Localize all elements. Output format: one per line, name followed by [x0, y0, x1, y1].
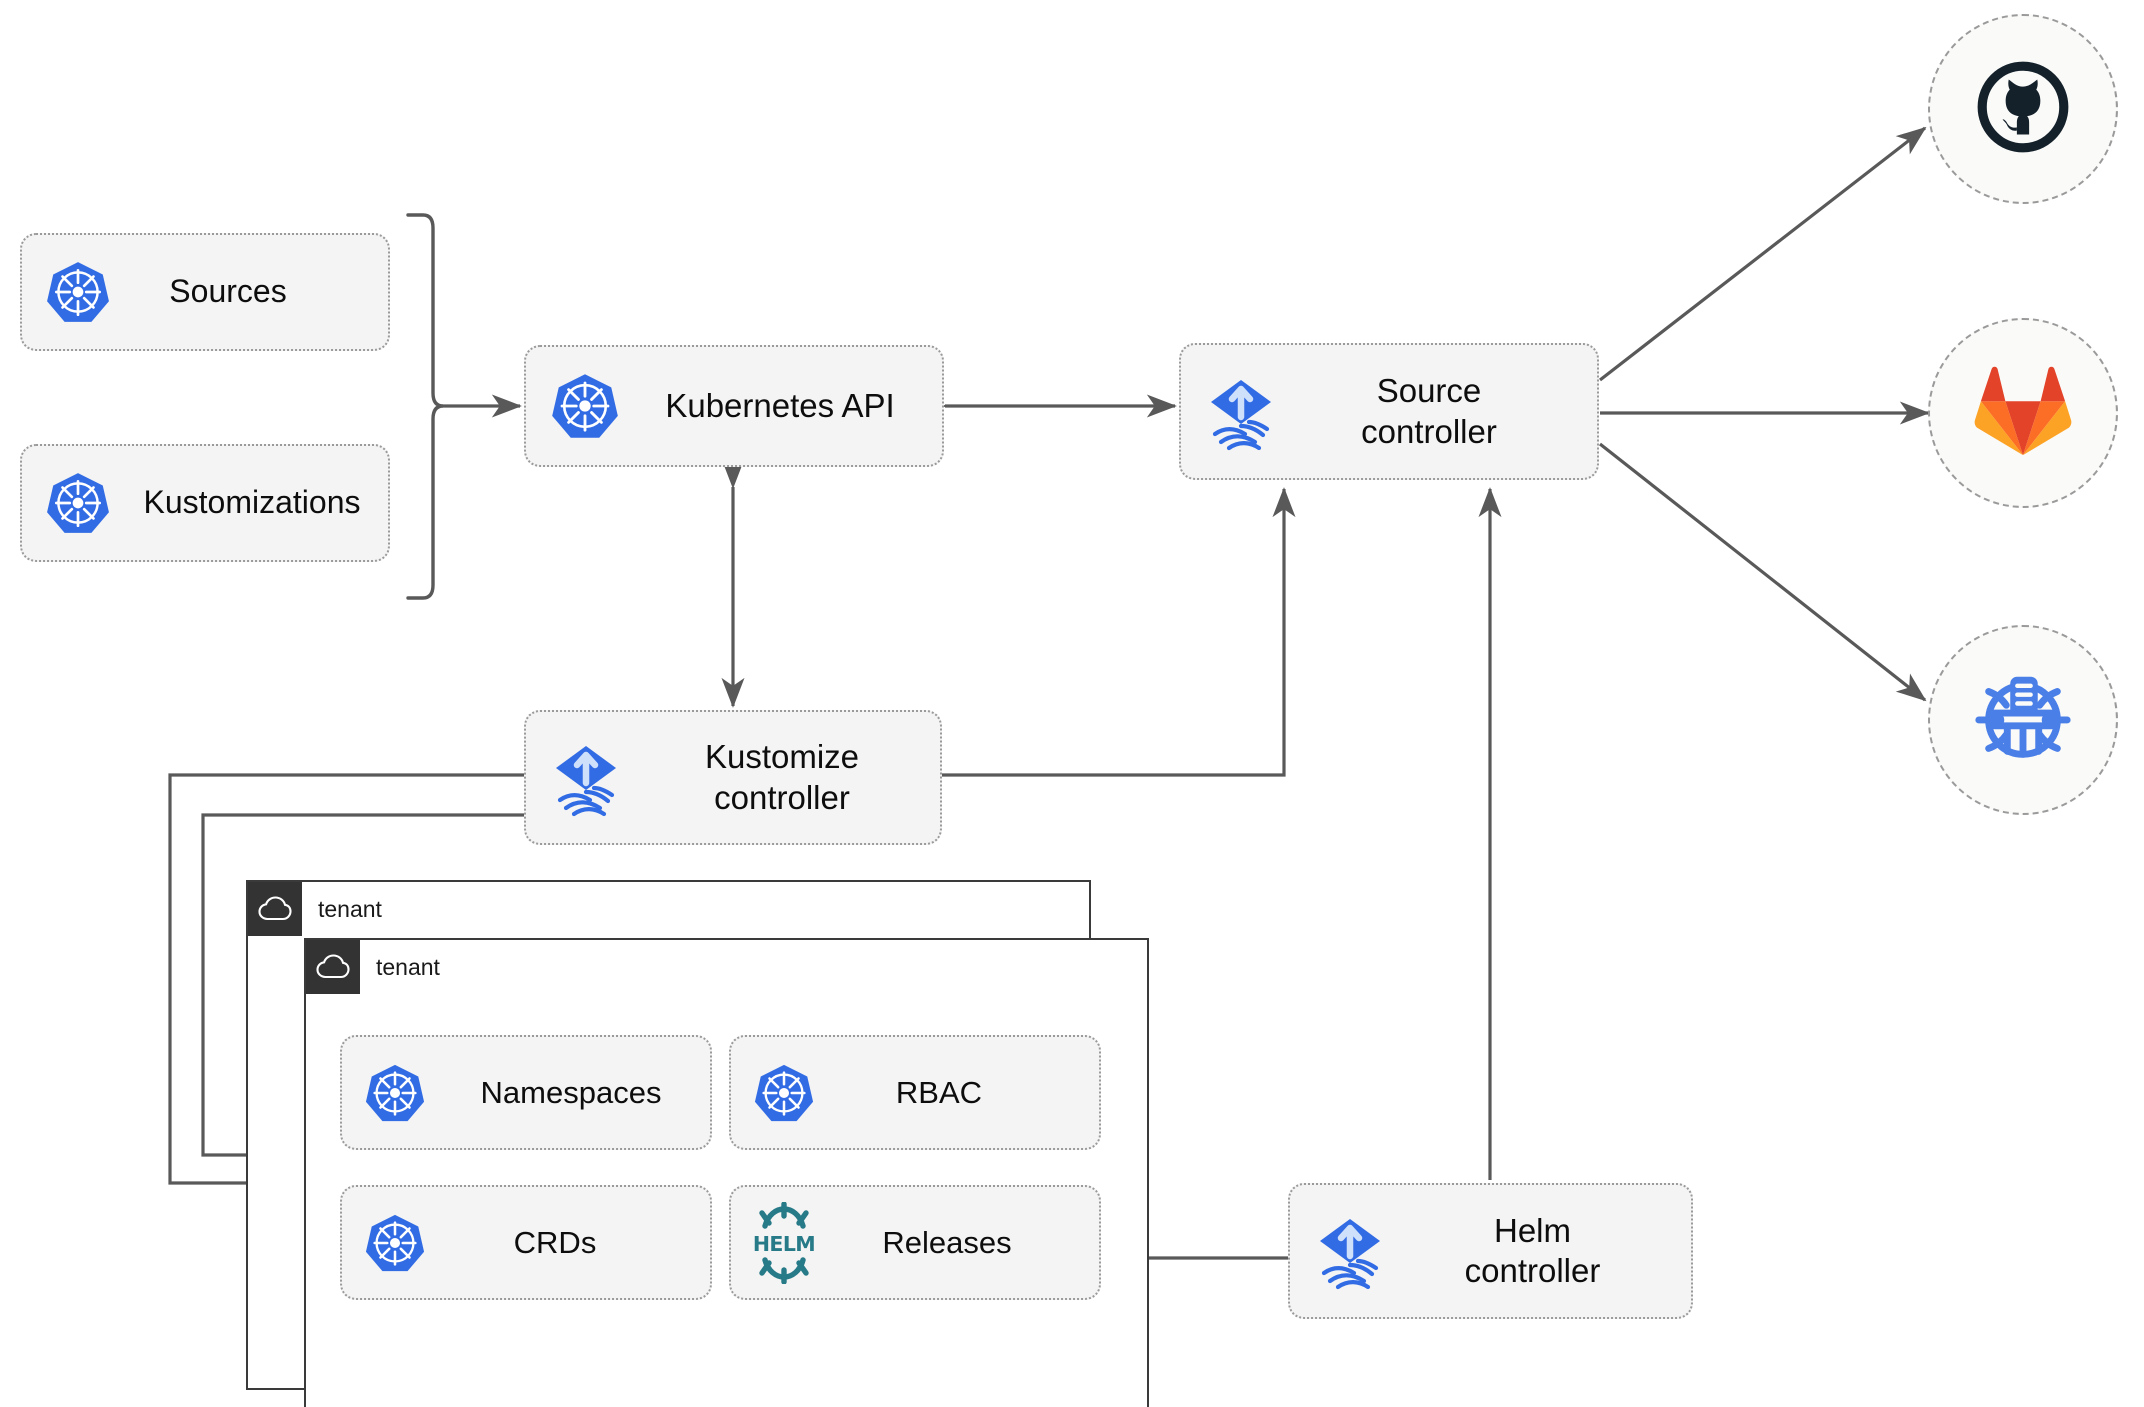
kubernetes-icon — [342, 1062, 448, 1124]
kubernetes-icon — [731, 1062, 837, 1124]
node-label: RBAC — [895, 1074, 983, 1110]
node-label: CRDs — [513, 1224, 597, 1260]
node-source-controller[interactable]: Source controller — [1179, 343, 1599, 480]
node-label: Helm controller — [1464, 1211, 1601, 1289]
node-namespaces[interactable]: Namespaces — [340, 1035, 712, 1150]
kubernetes-icon — [22, 259, 134, 325]
node-label: Kustomizations — [143, 484, 361, 521]
kubernetes-icon — [526, 371, 644, 441]
kubernetes-icon — [22, 470, 134, 536]
cloud-icon — [306, 940, 360, 994]
helm-repository-icon — [1969, 664, 2077, 777]
node-rbac[interactable]: RBAC — [729, 1035, 1101, 1150]
tenant-label: tenant — [376, 953, 440, 980]
gitlab-icon — [1974, 364, 2072, 463]
flux-icon — [1181, 372, 1301, 452]
flux-icon — [526, 738, 646, 818]
provider-helm-repository[interactable] — [1928, 625, 2118, 815]
node-helm-controller[interactable]: Helm controller — [1288, 1183, 1693, 1319]
node-sources[interactable]: Sources — [20, 233, 390, 351]
provider-github[interactable] — [1928, 14, 2118, 204]
tenant-header: tenant — [248, 882, 382, 936]
node-label: Kustomize controller — [704, 738, 860, 816]
node-crds[interactable]: CRDs — [340, 1185, 712, 1300]
node-label: Namespaces — [480, 1074, 662, 1110]
kubernetes-icon — [342, 1212, 448, 1274]
cloud-icon — [248, 882, 302, 936]
node-label: Source controller — [1361, 372, 1497, 450]
node-label: Sources — [169, 273, 287, 310]
provider-gitlab[interactable] — [1928, 318, 2118, 508]
tenant-label: tenant — [318, 895, 382, 922]
node-kustomize-controller[interactable]: Kustomize controller — [524, 710, 942, 845]
node-kubernetes-api[interactable]: Kubernetes API — [524, 345, 944, 467]
node-label: Kubernetes API — [665, 386, 895, 424]
tenant-container-inner: tenant — [304, 938, 1149, 1407]
node-releases[interactable]: HELM Releases — [729, 1185, 1101, 1300]
github-icon — [1972, 56, 2074, 163]
svg-text:HELM: HELM — [753, 1232, 815, 1256]
flux-icon — [1290, 1211, 1410, 1291]
helm-icon: HELM — [731, 1201, 837, 1284]
tenant-header: tenant — [306, 940, 440, 994]
node-label: Releases — [882, 1224, 1012, 1260]
node-kustomizations[interactable]: Kustomizations — [20, 444, 390, 562]
